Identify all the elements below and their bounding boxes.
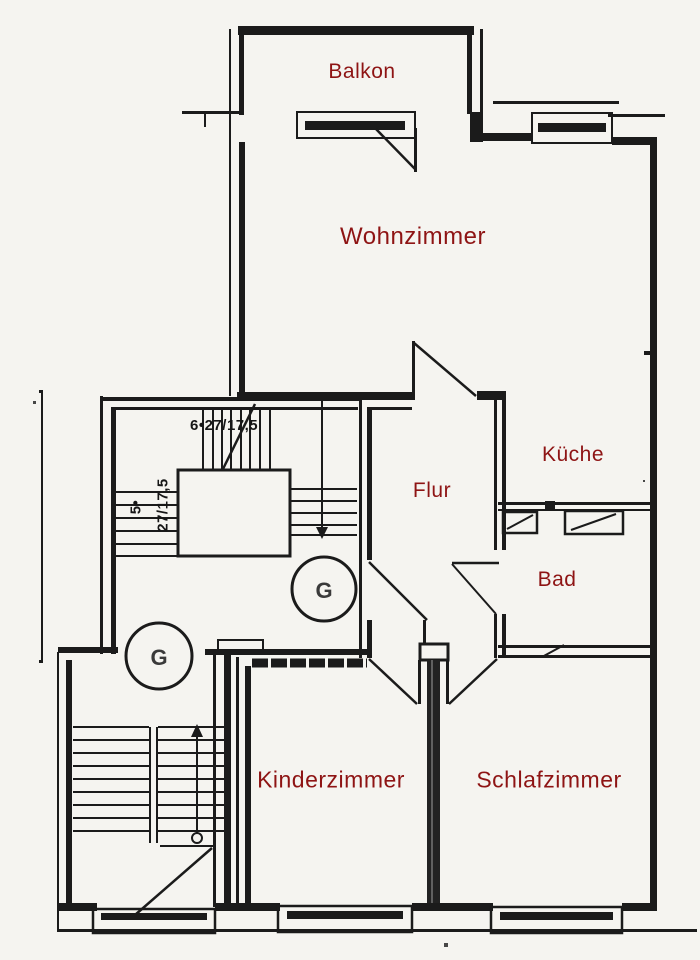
stairs-left-flight-count: 5• [127, 499, 145, 515]
room-label-balkon: Balkon [328, 60, 396, 83]
kueche-bad-walls [451, 398, 655, 658]
stairs-left-flight [116, 491, 178, 557]
vent-shaft-large [563, 509, 625, 536]
balcony-walls [229, 26, 483, 115]
stairs-top-flight-dimension: 6•27/17,5 [190, 417, 259, 434]
stair-landing [176, 468, 292, 558]
window-kinderzimmer [276, 904, 414, 934]
upper-stairwell: G G [58, 396, 370, 691]
right-exterior-wall [644, 140, 657, 910]
stairs-left-flight-dimension: 27/17,5 [154, 478, 172, 532]
bad-door [451, 561, 499, 615]
left-boundary-line [39, 390, 43, 663]
wohnzimmer-flur-door [412, 341, 477, 397]
gas-meter-glyph: G [150, 645, 167, 670]
stairs-top-flight [202, 403, 271, 472]
room-label-wohnzimmer: Wohnzimmer [340, 223, 486, 250]
bottom-exterior-wall [57, 903, 697, 935]
stairs-right-flight [290, 400, 357, 539]
kinderzimmer-walls [236, 657, 367, 907]
balcony-door [375, 128, 417, 172]
flur-walls [359, 398, 428, 658]
stair-direction-arrow [316, 527, 328, 539]
scan-noise [33, 401, 645, 947]
vent-shaft-small [501, 510, 539, 535]
apartment-entrance-door [368, 561, 428, 645]
entrance-stairs-steps [73, 726, 224, 847]
room-label-schlafzimmer: Schlafzimmer [476, 766, 622, 793]
room-divider-wall [368, 642, 498, 907]
window-wohnzimmer-right [531, 112, 613, 144]
room-label-flur: Flur [412, 479, 452, 502]
window-wohnzimmer-left [296, 111, 416, 139]
bad-schlafzimmer-wall [498, 644, 655, 658]
window-staircase [91, 907, 217, 935]
room-label-kueche: Küche [541, 443, 605, 466]
entrance-door [134, 847, 213, 916]
kinderzimmer-door [368, 658, 421, 705]
gas-meter-symbol-2: G [290, 555, 358, 623]
window-schlafzimmer [489, 905, 624, 935]
entrance-staircase [57, 652, 231, 932]
room-label-bad: Bad [537, 568, 577, 591]
schlafzimmer-door [446, 658, 498, 705]
gas-meter-glyph: G [315, 578, 332, 603]
room-label-kinderzimmer: Kinderzimmer [257, 766, 405, 793]
top-exterior-wall [182, 101, 665, 172]
stair-direction-line [191, 724, 203, 844]
wohnzimmer-walls [229, 115, 506, 400]
gas-meter-symbol-1: G [124, 621, 194, 691]
